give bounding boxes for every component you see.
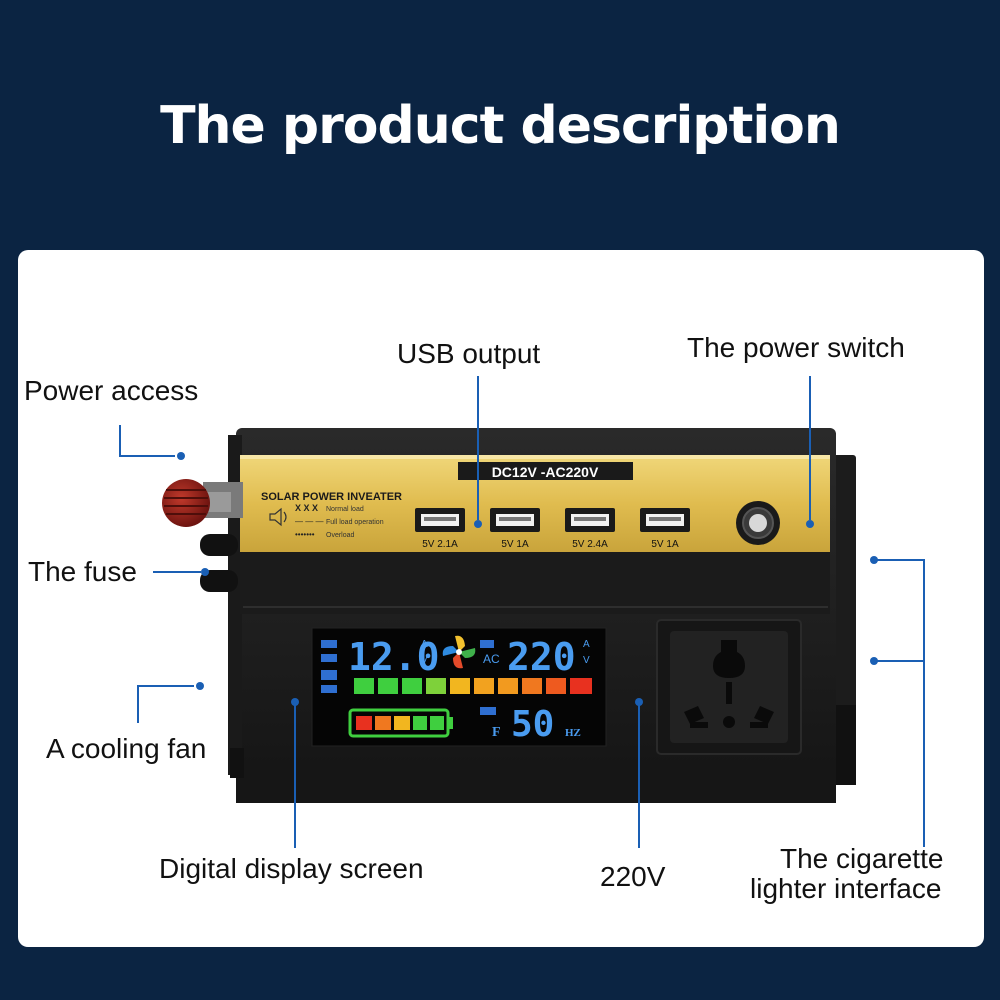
lcd-frequency-unit: HZ — [565, 727, 581, 739]
usb-port-3: 5V 2.4A — [565, 508, 615, 550]
lcd-ac-unit-bottom: V — [583, 655, 590, 666]
lcd-voltage-unit-top: A — [421, 639, 428, 650]
label-cigarette-line2: lighter interface — [750, 873, 942, 904]
rating-text: DC12V -AC220V — [492, 464, 599, 480]
lcd-ac-value: 220 — [507, 635, 576, 679]
usb-port-1: 5V 2.1A — [415, 508, 465, 550]
battery-icon — [348, 708, 453, 738]
label-power-switch: The power switch — [687, 332, 905, 363]
usb-port-4-label: 5V 1A — [651, 539, 679, 550]
product-panel: DC12V -AC220V SOLAR POWER INVEATER X X X… — [18, 250, 984, 947]
label-display-screen: Digital display screen — [159, 853, 424, 884]
label-220v: 220V — [600, 861, 666, 892]
legend-text-1: Normal load — [326, 506, 364, 513]
brand-text: SOLAR POWER INVEATER — [261, 491, 402, 503]
label-cigarette-line1: The cigarette — [780, 843, 944, 874]
label-usb-output: USB output — [397, 338, 541, 369]
lcd-voltage: 12.0 — [348, 635, 440, 679]
label-cooling-fan: A cooling fan — [46, 733, 207, 764]
usb-port-4: 5V 1A — [640, 508, 690, 550]
legend-text-3: Overload — [326, 532, 355, 539]
lcd-voltage-unit-bottom: V — [421, 655, 428, 666]
usb-port-1-label: 5V 2.1A — [422, 539, 458, 550]
vent-strip — [240, 552, 830, 614]
lcd-frequency: 50 — [511, 704, 554, 745]
power-switch — [736, 501, 780, 545]
fuse-knobs — [200, 534, 238, 592]
lcd-small-icons — [321, 640, 496, 715]
label-fuse: The fuse — [28, 556, 137, 587]
lcd-f-label: F — [492, 725, 501, 740]
page-title: The product description — [160, 96, 841, 156]
lcd-ac-unit-top: A — [583, 639, 590, 650]
legend-mark-3: ••••••• — [295, 530, 315, 539]
legend-text-2: Full load operation — [326, 519, 384, 526]
inverter-illustration: DC12V -AC220V SOLAR POWER INVEATER X X X… — [119, 376, 925, 848]
speaker-icon — [269, 507, 287, 527]
fan-icon — [442, 635, 476, 669]
callout-dots — [177, 452, 878, 706]
usb-port-3-label: 5V 2.4A — [572, 539, 608, 550]
callout-lines — [119, 376, 925, 848]
power-terminal — [162, 479, 243, 527]
usb-port-2-label: 5V 1A — [501, 539, 529, 550]
lcd-level-bar — [354, 678, 592, 694]
usb-port-2: 5V 1A — [490, 508, 540, 550]
left-rail — [228, 435, 242, 775]
legend-mark-2: — — — — [295, 517, 323, 526]
label-power-access: Power access — [24, 375, 199, 406]
legend-mark-1: X X X — [295, 503, 318, 513]
lcd-ac-label: AC — [483, 652, 500, 666]
ac-socket — [656, 619, 802, 755]
rating-bar — [458, 462, 633, 480]
